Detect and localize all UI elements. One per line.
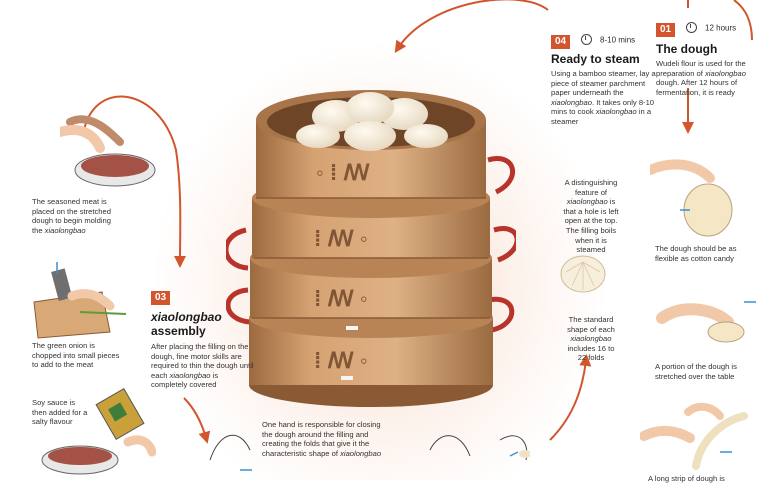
hand-illustration (429, 435, 471, 457)
hand-illustration (67, 289, 115, 311)
knife-icon (51, 268, 73, 301)
arrow-icon (394, 0, 549, 53)
hand-illustration (650, 159, 715, 183)
folding-hands-illustration (209, 434, 530, 471)
soy-bowl-illustration (41, 387, 156, 475)
arrow-icon (83, 95, 187, 268)
note-cotton: The dough should be as flexible as cotto… (655, 244, 737, 263)
steamer-illustration: ◦ ⁞ ꟿ ⁞ ꟿ ◦ ⁞ ꟿ ◦ ⁞ ꟿ ◦ (226, 90, 516, 407)
note-shape: The standard shape of each xiaolongbao i… (567, 315, 615, 363)
step-description: After placing the filling on the dough, … (151, 342, 254, 390)
step-title: Ready to steam (551, 52, 640, 66)
onion-board-illustration (33, 262, 127, 339)
arrow-icon (183, 397, 211, 444)
hand-illustration (60, 125, 105, 153)
arrow-icon (733, 0, 753, 41)
dough-ball-illustration (650, 159, 733, 237)
note-strip: A long strip of dough is (648, 474, 725, 483)
step-description: Wudeli flour is used for the preparation… (656, 59, 746, 97)
step-number: 03 (151, 291, 171, 305)
arrow-icon (549, 354, 592, 441)
step-time: 8-10 mins (600, 35, 636, 45)
step-number: 04 (551, 35, 571, 49)
bun-shape-illustration (560, 255, 606, 293)
step-number: 01 (656, 23, 676, 37)
clock-icon (685, 22, 697, 34)
note-soy: Soy sauce is then added for a salty flav… (32, 398, 88, 427)
step-01: 01 12 hours The dough Wudeli flour is us… (656, 19, 760, 97)
note-stretch: A portion of the dough is stretched over… (655, 362, 737, 381)
svg-text:⁞ ꟿ ◦: ⁞ ꟿ ◦ (314, 226, 368, 251)
svg-text:⁞ ꟿ ◦: ⁞ ꟿ ◦ (314, 348, 368, 373)
note-feature: A distinguishing feature of xiaolongbao … (563, 178, 619, 255)
dough-stretch-illustration (656, 301, 756, 343)
step-time: 12 hours (705, 23, 737, 33)
step-title: The dough (656, 42, 718, 56)
step-04: 04 8-10 mins Ready to steam Using a bamb… (551, 31, 671, 127)
hand-illustration (123, 435, 156, 457)
hand-illustration (209, 434, 251, 461)
clock-icon (580, 34, 592, 46)
meat-bowl-illustration (60, 115, 156, 187)
hand-illustration (640, 426, 695, 443)
hand-illustration (656, 303, 734, 328)
svg-text:◦ ⁞ ꟿ: ◦ ⁞ ꟿ (316, 160, 370, 185)
bun-illustration (296, 92, 448, 151)
dough-strip-illustration (640, 402, 748, 470)
note-closing: One hand is responsible for closing the … (262, 420, 382, 458)
note-meat: The seasoned meat is placed on the stret… (32, 197, 111, 235)
svg-text:⁞ ꟿ ◦: ⁞ ꟿ ◦ (314, 286, 368, 311)
step-description: Using a bamboo steamer, lay a piece of s… (551, 69, 656, 126)
note-onion: The green onion is chopped into small pi… (32, 341, 120, 370)
